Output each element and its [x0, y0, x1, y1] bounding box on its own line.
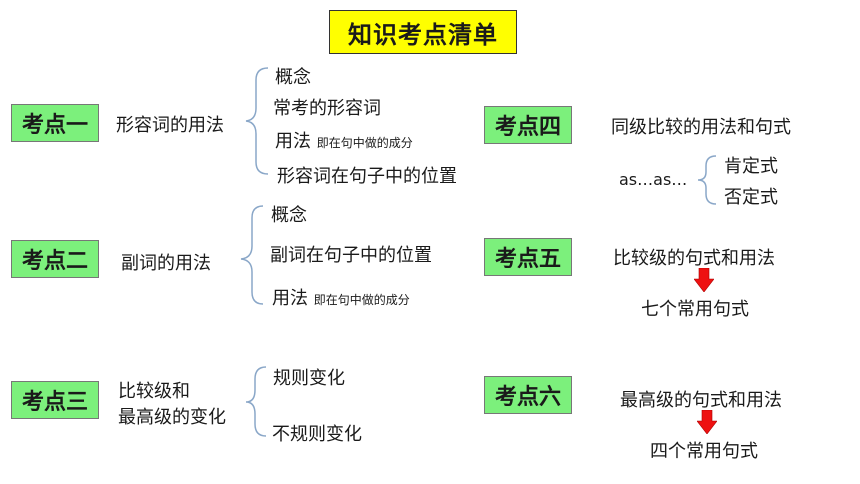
item-point2-usage-label: 用法	[272, 288, 308, 309]
sub-label-point4: as…as…	[619, 170, 688, 189]
badge-point5: 考点五	[484, 238, 572, 276]
item-point3-irregular: 不规则变化	[272, 424, 362, 445]
item-point1-position: 形容词在句子中的位置	[277, 166, 457, 187]
badge-point4: 考点四	[484, 106, 572, 144]
result-point6: 四个常用句式	[650, 441, 758, 462]
topic-point1: 形容词的用法	[116, 115, 224, 136]
bracket-point1	[245, 67, 269, 175]
topic-point2: 副词的用法	[121, 253, 211, 274]
topic-point3-line2: 最高级的变化	[118, 407, 226, 428]
badge-point3: 考点三	[11, 381, 99, 419]
item-point2-concept: 概念	[271, 205, 307, 226]
bracket-point2	[240, 205, 264, 305]
bracket-point4	[697, 155, 717, 205]
item-point4-negative: 否定式	[724, 187, 778, 208]
down-arrow-icon	[694, 268, 714, 292]
badge-point2: 考点二	[11, 240, 99, 278]
result-point5: 七个常用句式	[641, 299, 749, 320]
bracket-point3	[245, 366, 267, 437]
item-point2-usage-note: 即在句中做的成分	[313, 293, 410, 307]
item-point1-common-adjectives: 常考的形容词	[273, 98, 381, 119]
item-point1-usage-note: 即在句中做的成分	[316, 136, 413, 150]
down-arrow-icon	[697, 410, 717, 434]
topic-point6: 最高级的句式和用法	[620, 390, 782, 411]
item-point3-regular: 规则变化	[273, 368, 345, 389]
topic-point4: 同级比较的用法和句式	[611, 117, 791, 138]
item-point2-usage: 用法 即在句中做的成分	[272, 284, 410, 310]
item-point1-usage: 用法 即在句中做的成分	[275, 127, 413, 153]
topic-point5: 比较级的句式和用法	[613, 248, 775, 269]
item-point4-affirmative: 肯定式	[724, 156, 778, 177]
topic-point3-line1: 比较级和	[118, 381, 190, 402]
item-point2-position: 副词在句子中的位置	[270, 245, 432, 266]
item-point1-usage-label: 用法	[275, 131, 311, 152]
page-title: 知识考点清单	[329, 10, 517, 54]
badge-point6: 考点六	[484, 376, 572, 414]
item-point1-concept: 概念	[275, 67, 311, 88]
badge-point1: 考点一	[11, 104, 99, 142]
